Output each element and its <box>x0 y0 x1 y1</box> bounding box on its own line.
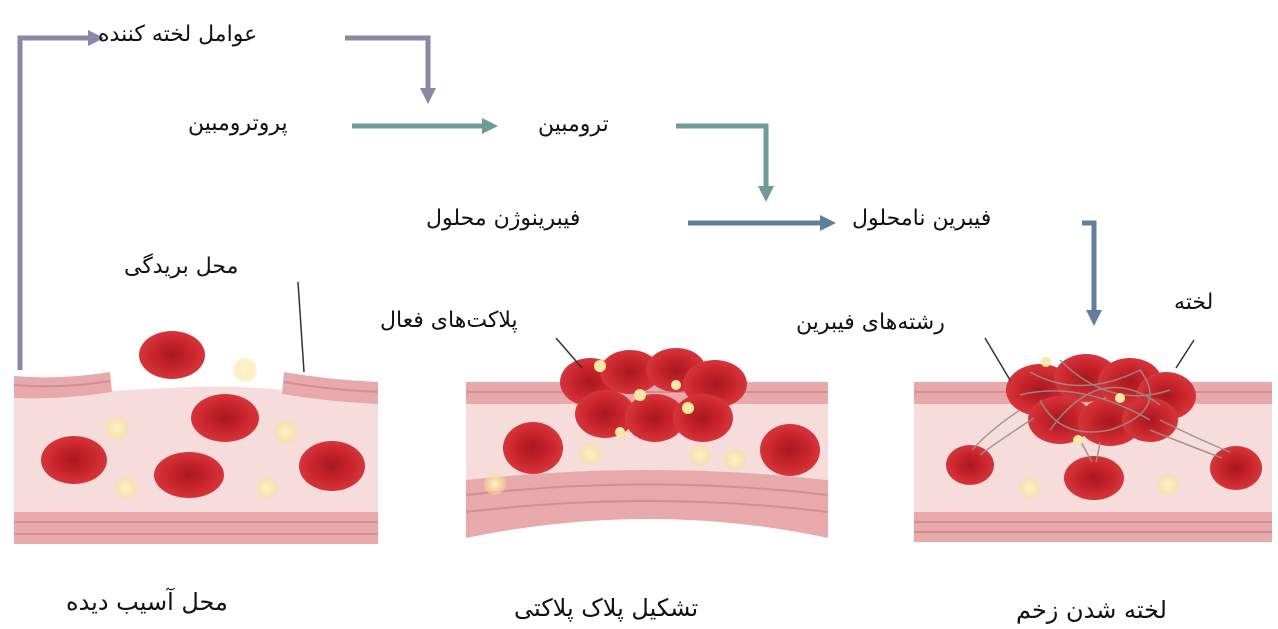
thrombin-label: ترومبین <box>538 114 609 136</box>
fibrin-to-clot-arrow <box>1082 223 1102 326</box>
damaged-site-caption: محل آسیب دیده <box>66 590 228 614</box>
wound-clotting-caption: لخته شدن زخم <box>1016 598 1167 622</box>
prothrombin-label: پروترومبین <box>188 113 288 135</box>
panel-platelet-plug <box>466 338 828 538</box>
thrombin-to-fibrin-arrow <box>676 126 774 202</box>
soluble-fibrinogen-label: فیبرینوژن محلول <box>426 208 580 230</box>
platelet-plug-caption: تشکیل پلاک پلاکتی <box>514 596 698 620</box>
active-platelets-label: پلاکت‌های فعال <box>380 310 518 332</box>
panel-wound-clot <box>914 338 1272 542</box>
prothrombin-to-thrombin-arrow <box>352 118 498 134</box>
factors-to-thrombin-arrow <box>345 38 436 104</box>
clotting-factors-label: عوامل لخته کننده <box>98 24 257 46</box>
panel-damaged-vessel <box>14 282 378 544</box>
fibrin-strands-label: رشته‌های فیبرین <box>796 312 945 334</box>
cut-site-label: محل بریدگی <box>124 256 238 278</box>
fibrinogen-to-fibrin-arrow <box>688 215 836 231</box>
clot-label: لخته <box>1174 292 1213 314</box>
feedback-arrow <box>20 30 104 370</box>
insoluble-fibrin-label: فیبرین نامحلول <box>852 208 991 230</box>
